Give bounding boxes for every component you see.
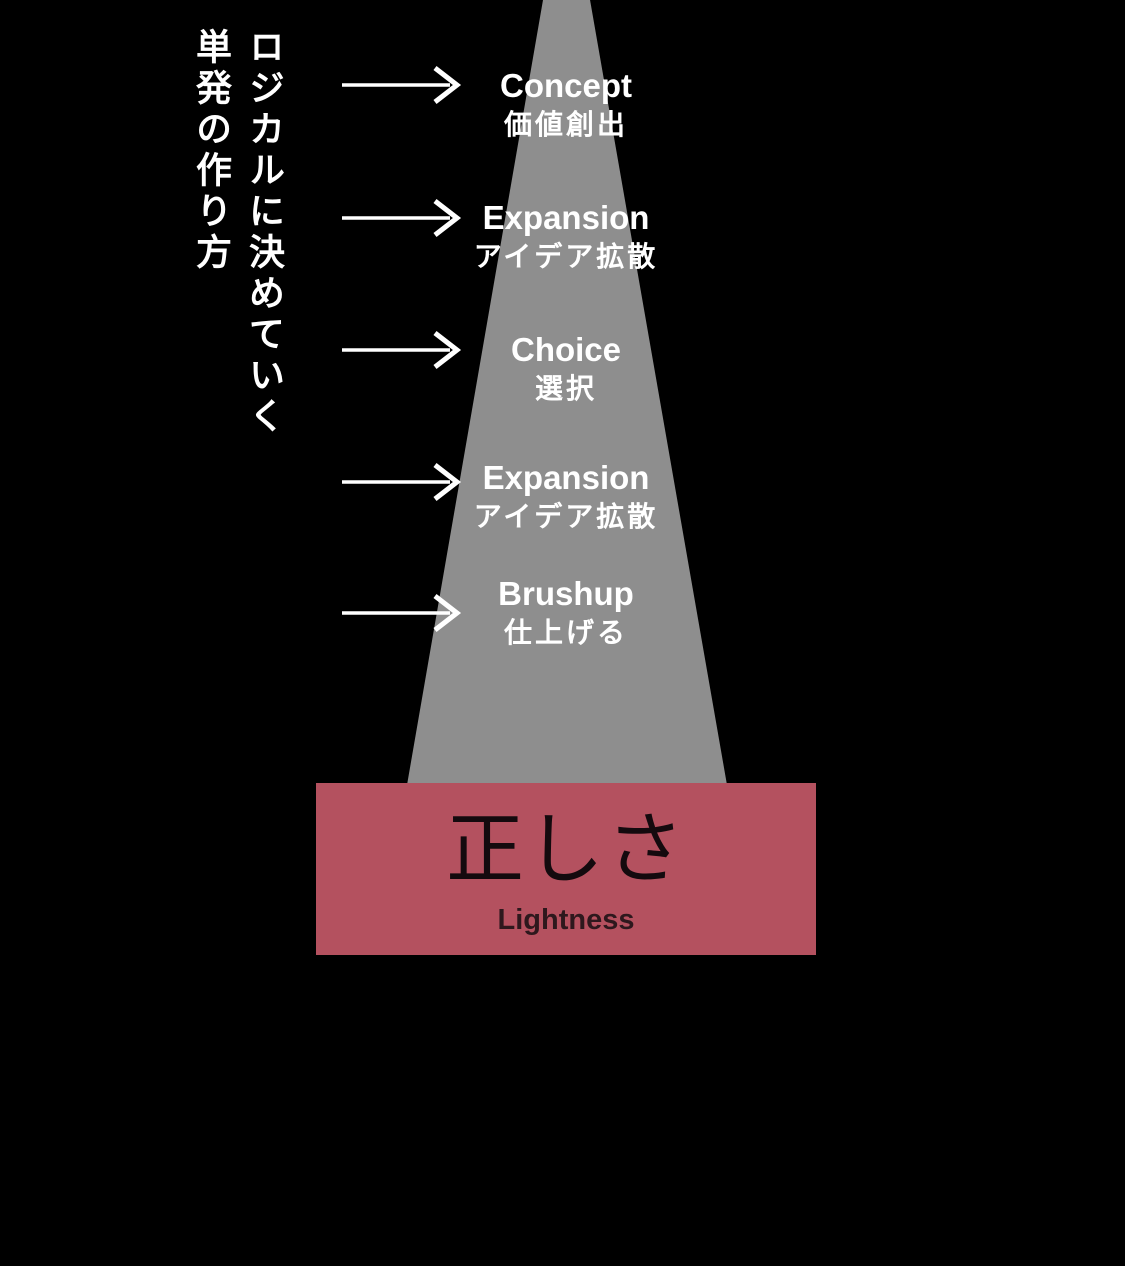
right-arrow-icon	[342, 199, 462, 237]
stage-subtitle: 選択	[534, 373, 597, 404]
stage-title: Expansion	[482, 199, 650, 236]
stage-subtitle: 仕上げる	[503, 617, 628, 648]
base-box-title: 正しさ	[445, 804, 686, 893]
stage-title: Concept	[500, 67, 632, 104]
base-box: 正しさ Lightness	[316, 783, 816, 955]
funnel-stage-expansion-1: Expansion アイデア拡散	[366, 199, 766, 277]
funnel-stage-concept: Concept 価値創出	[366, 67, 766, 145]
right-arrow-icon	[342, 331, 462, 369]
base-box-subtitle: Lightness	[497, 903, 635, 936]
stage-title: Choice	[510, 331, 622, 368]
right-arrow-icon	[342, 463, 462, 501]
funnel-stage-expansion-2: Expansion アイデア拡散	[366, 459, 766, 537]
funnel-stage-choice: Choice 選択	[366, 331, 766, 409]
stage-subtitle: 価値創出	[503, 109, 628, 140]
stage-subtitle: アイデア拡散	[473, 241, 659, 272]
side-vertical-label: ロジカルに決めていく 単発の作り方	[191, 28, 285, 438]
right-arrow-icon	[342, 66, 462, 104]
funnel-stage-brushup: Brushup 仕上げる	[366, 575, 766, 653]
stage-title: Expansion	[482, 459, 650, 496]
stage-subtitle: アイデア拡散	[473, 501, 659, 532]
stage-title: Brushup	[498, 575, 634, 612]
right-arrow-icon	[342, 594, 462, 632]
